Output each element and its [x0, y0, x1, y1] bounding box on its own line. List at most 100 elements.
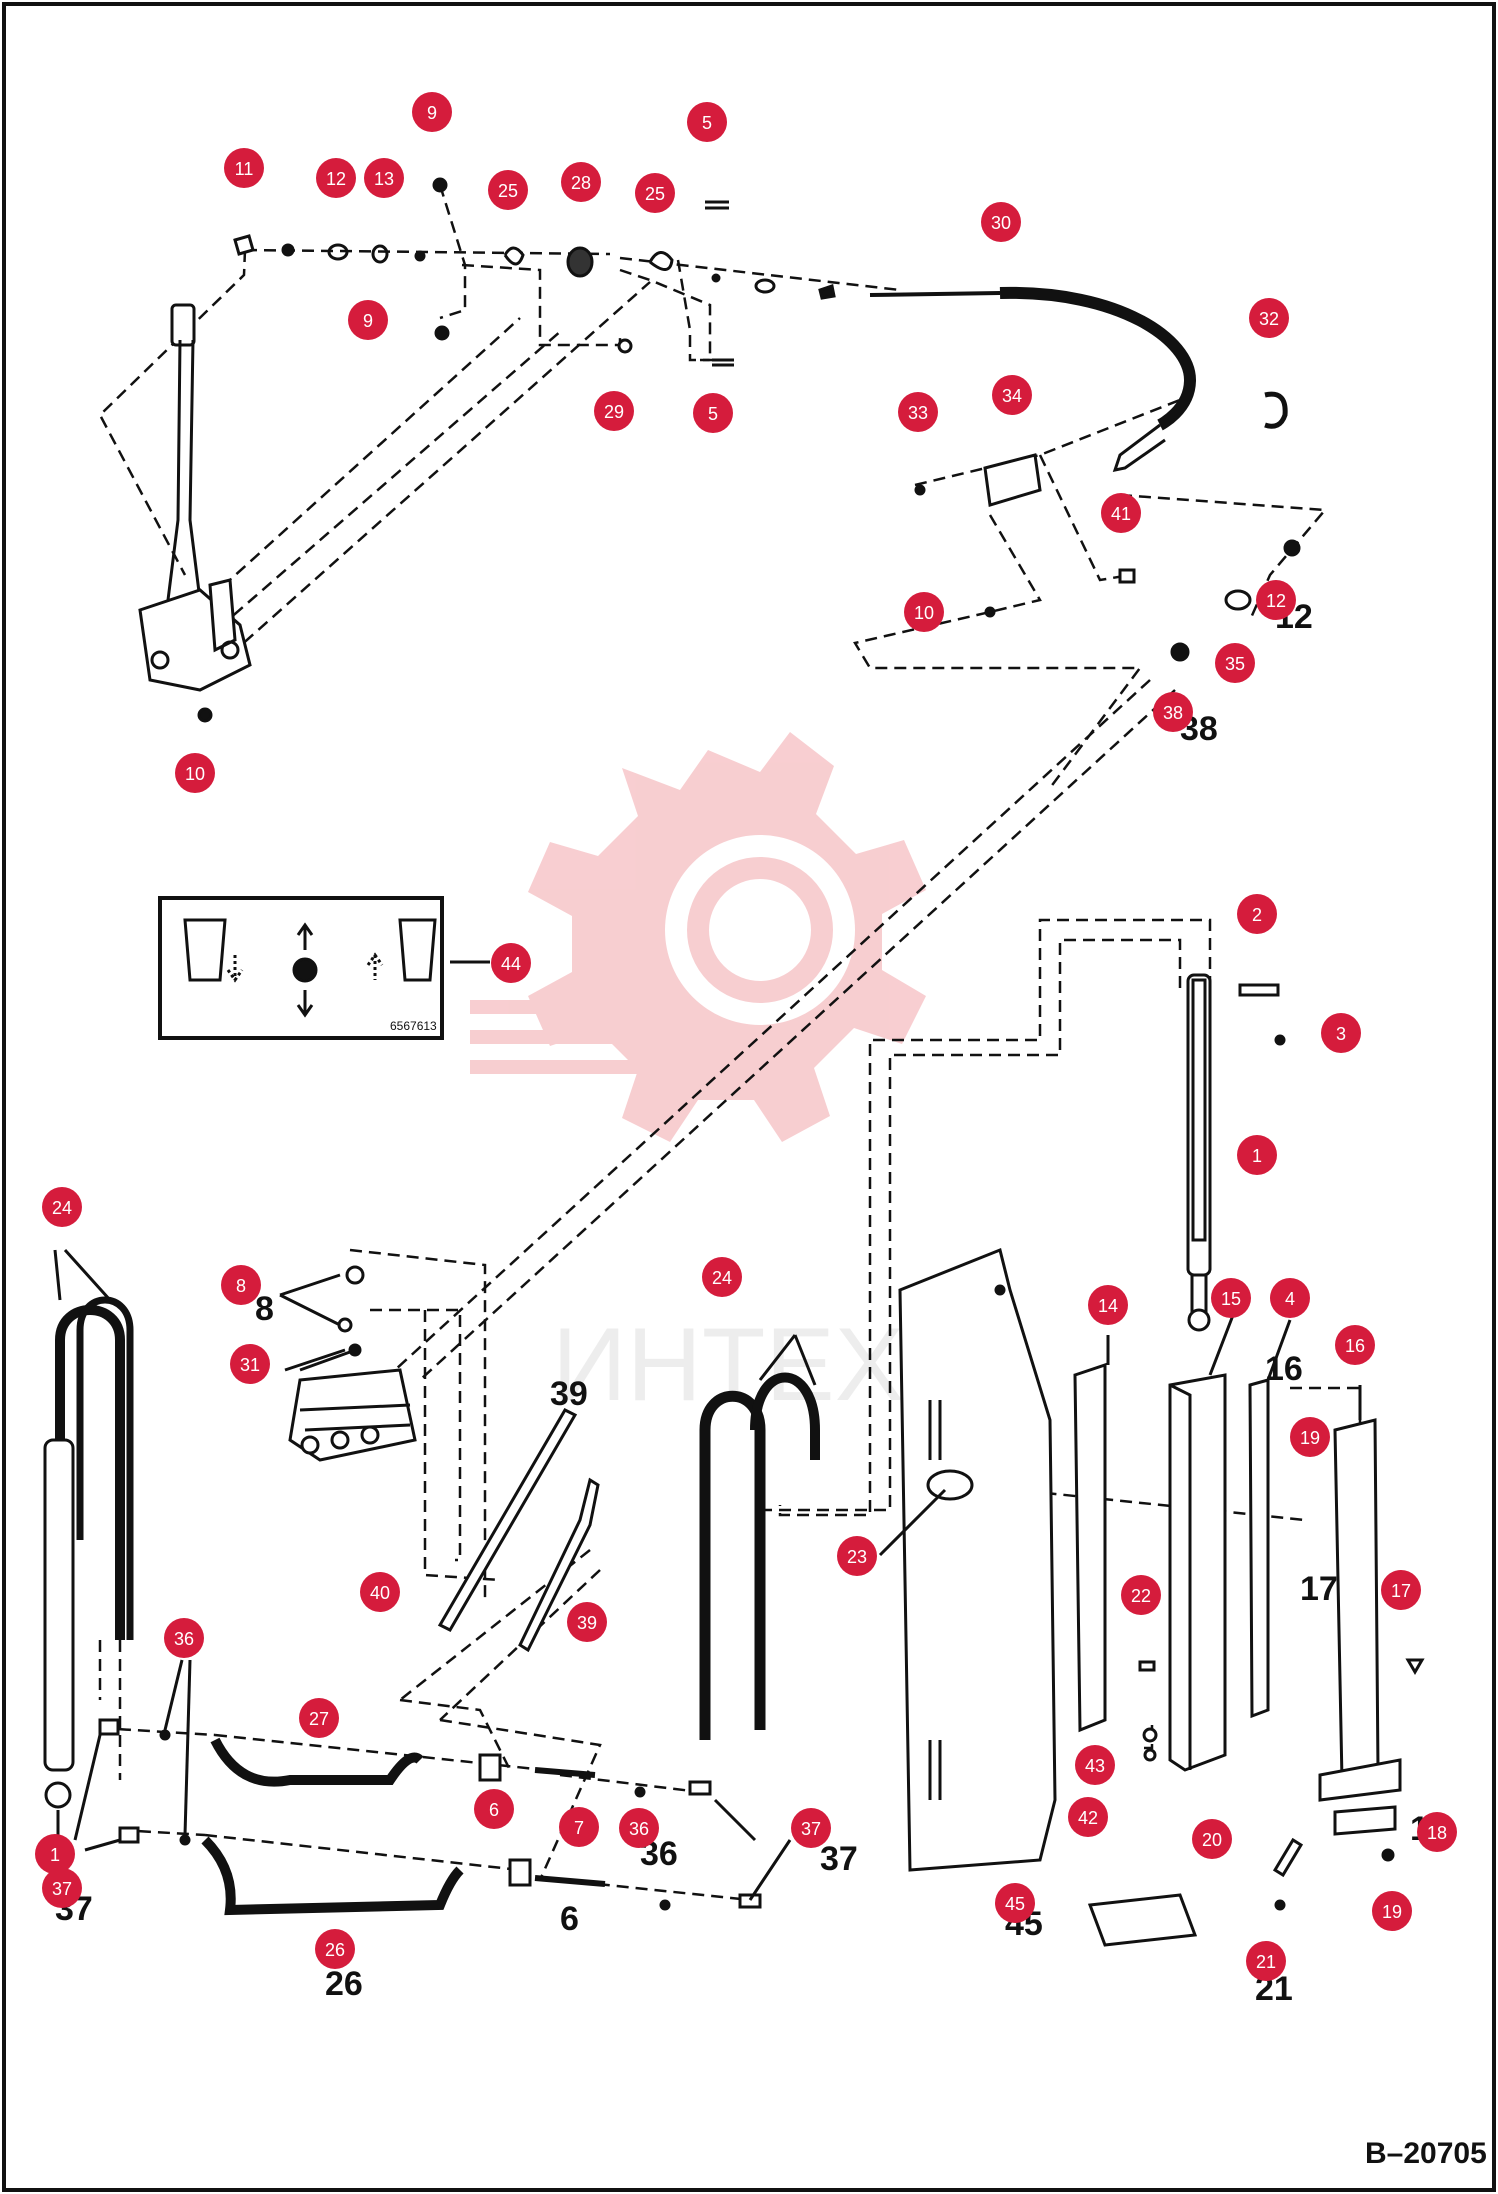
callout-number: 5	[708, 404, 718, 424]
callout-number: 4	[1285, 1289, 1295, 1309]
callout-14: 14	[1088, 1285, 1128, 1325]
callout-badge-circle	[412, 92, 452, 132]
callout-number: 37	[52, 1879, 72, 1899]
callout-badge-circle	[230, 1344, 270, 1384]
callout-number: 34	[1002, 386, 1022, 406]
callout-badge-circle	[488, 170, 528, 210]
callout-9: 9	[348, 300, 388, 340]
callout-5: 5	[693, 393, 733, 433]
callout-11: 11	[224, 148, 264, 188]
callout-badge-circle	[635, 173, 675, 213]
callout-number: 28	[571, 173, 591, 193]
callout-16: 16	[1335, 1325, 1375, 1365]
callout-number: 36	[174, 1629, 194, 1649]
parts-artwork: 6567613	[43, 177, 1425, 1947]
callout-number: 33	[908, 403, 928, 423]
svg-text:6: 6	[560, 1900, 579, 1938]
callout-18: 18	[1417, 1812, 1457, 1852]
callout-badge-circle	[904, 592, 944, 632]
callout-badge-circle	[1153, 692, 1193, 732]
callout-1: 1	[35, 1834, 75, 1874]
callout-39: 39	[567, 1602, 607, 1642]
callout-43: 43	[1075, 1745, 1115, 1785]
callout-number: 6	[489, 1800, 499, 1820]
callout-number: 19	[1382, 1902, 1402, 1922]
callout-number: 42	[1078, 1808, 1098, 1828]
callout-badge-circle	[42, 1187, 82, 1227]
callout-badge-circle	[791, 1808, 831, 1848]
callout-badge-circle	[299, 1698, 339, 1738]
callout-26: 26	[315, 1929, 355, 1969]
callout-number: 13	[374, 169, 394, 189]
callout-number: 1	[50, 1845, 60, 1865]
svg-text:26: 26	[325, 1965, 363, 2003]
callout-badge-circle	[1321, 1013, 1361, 1053]
callout-36: 36	[619, 1808, 659, 1848]
callout-number: 24	[52, 1198, 72, 1218]
callout-6: 6	[474, 1789, 514, 1829]
callout-4: 4	[1270, 1278, 1310, 1318]
callout-badge-circle	[316, 158, 356, 198]
callout-badge-circle	[42, 1868, 82, 1908]
callout-17: 17	[1381, 1570, 1421, 1610]
callout-number: 37	[801, 1819, 821, 1839]
callout-badge-circle	[1215, 643, 1255, 683]
callout-33: 33	[898, 392, 938, 432]
callout-38: 38	[1153, 692, 1193, 732]
callout-badge-circle	[175, 753, 215, 793]
callout-1: 1	[1237, 1135, 1277, 1175]
callout-25: 25	[635, 173, 675, 213]
callout-number: 9	[427, 103, 437, 123]
callout-24: 24	[42, 1187, 82, 1227]
callout-number: 27	[309, 1709, 329, 1729]
callout-20: 20	[1192, 1819, 1232, 1859]
callout-badge-circle	[1075, 1745, 1115, 1785]
callout-number: 36	[629, 1819, 649, 1839]
callout-number: 24	[712, 1268, 732, 1288]
callout-number: 40	[370, 1583, 390, 1603]
callout-35: 35	[1215, 643, 1255, 683]
callout-number: 1	[1252, 1146, 1262, 1166]
callout-number: 2	[1252, 905, 1262, 925]
callout-23: 23	[837, 1536, 877, 1576]
callout-number: 16	[1345, 1336, 1365, 1356]
callout-number: 39	[577, 1613, 597, 1633]
svg-text:39: 39	[550, 1375, 588, 1413]
callout-44: 44	[491, 943, 531, 983]
callout-40: 40	[360, 1572, 400, 1612]
callout-badge-circle	[474, 1789, 514, 1829]
callout-badge-circle	[491, 943, 531, 983]
callout-22: 22	[1121, 1575, 1161, 1615]
svg-text:16: 16	[1265, 1350, 1303, 1388]
decal-code: 6567613	[390, 1019, 437, 1033]
svg-text:8: 8	[255, 1290, 274, 1328]
callout-badge-circle	[561, 162, 601, 202]
drawing-code: B–20705	[1365, 2137, 1487, 2170]
callout-badge-circle	[348, 300, 388, 340]
callout-badge-circle	[1192, 1819, 1232, 1859]
callout-badge-circle	[224, 148, 264, 188]
callout-badge-circle	[1381, 1570, 1421, 1610]
callout-badge-circle	[1256, 580, 1296, 620]
callout-number: 41	[1111, 504, 1131, 524]
callout-36: 36	[164, 1618, 204, 1658]
callout-badge-circle	[315, 1929, 355, 1969]
callout-number: 29	[604, 402, 624, 422]
callout-30: 30	[981, 202, 1021, 242]
callout-badge-circle	[1101, 493, 1141, 533]
callout-number: 3	[1336, 1024, 1346, 1044]
callout-number: 8	[236, 1276, 246, 1296]
callout-number: 15	[1221, 1289, 1241, 1309]
callout-15: 15	[1211, 1278, 1251, 1318]
callout-28: 28	[561, 162, 601, 202]
callout-badge-circle	[1249, 298, 1289, 338]
callout-number: 19	[1300, 1428, 1320, 1448]
callout-number: 30	[991, 213, 1011, 233]
callout-8: 8	[221, 1265, 261, 1305]
callout-badge-circle	[1211, 1278, 1251, 1318]
callout-badge-circle	[992, 375, 1032, 415]
callout-number: 45	[1005, 1894, 1025, 1914]
callout-number: 7	[574, 1818, 584, 1838]
